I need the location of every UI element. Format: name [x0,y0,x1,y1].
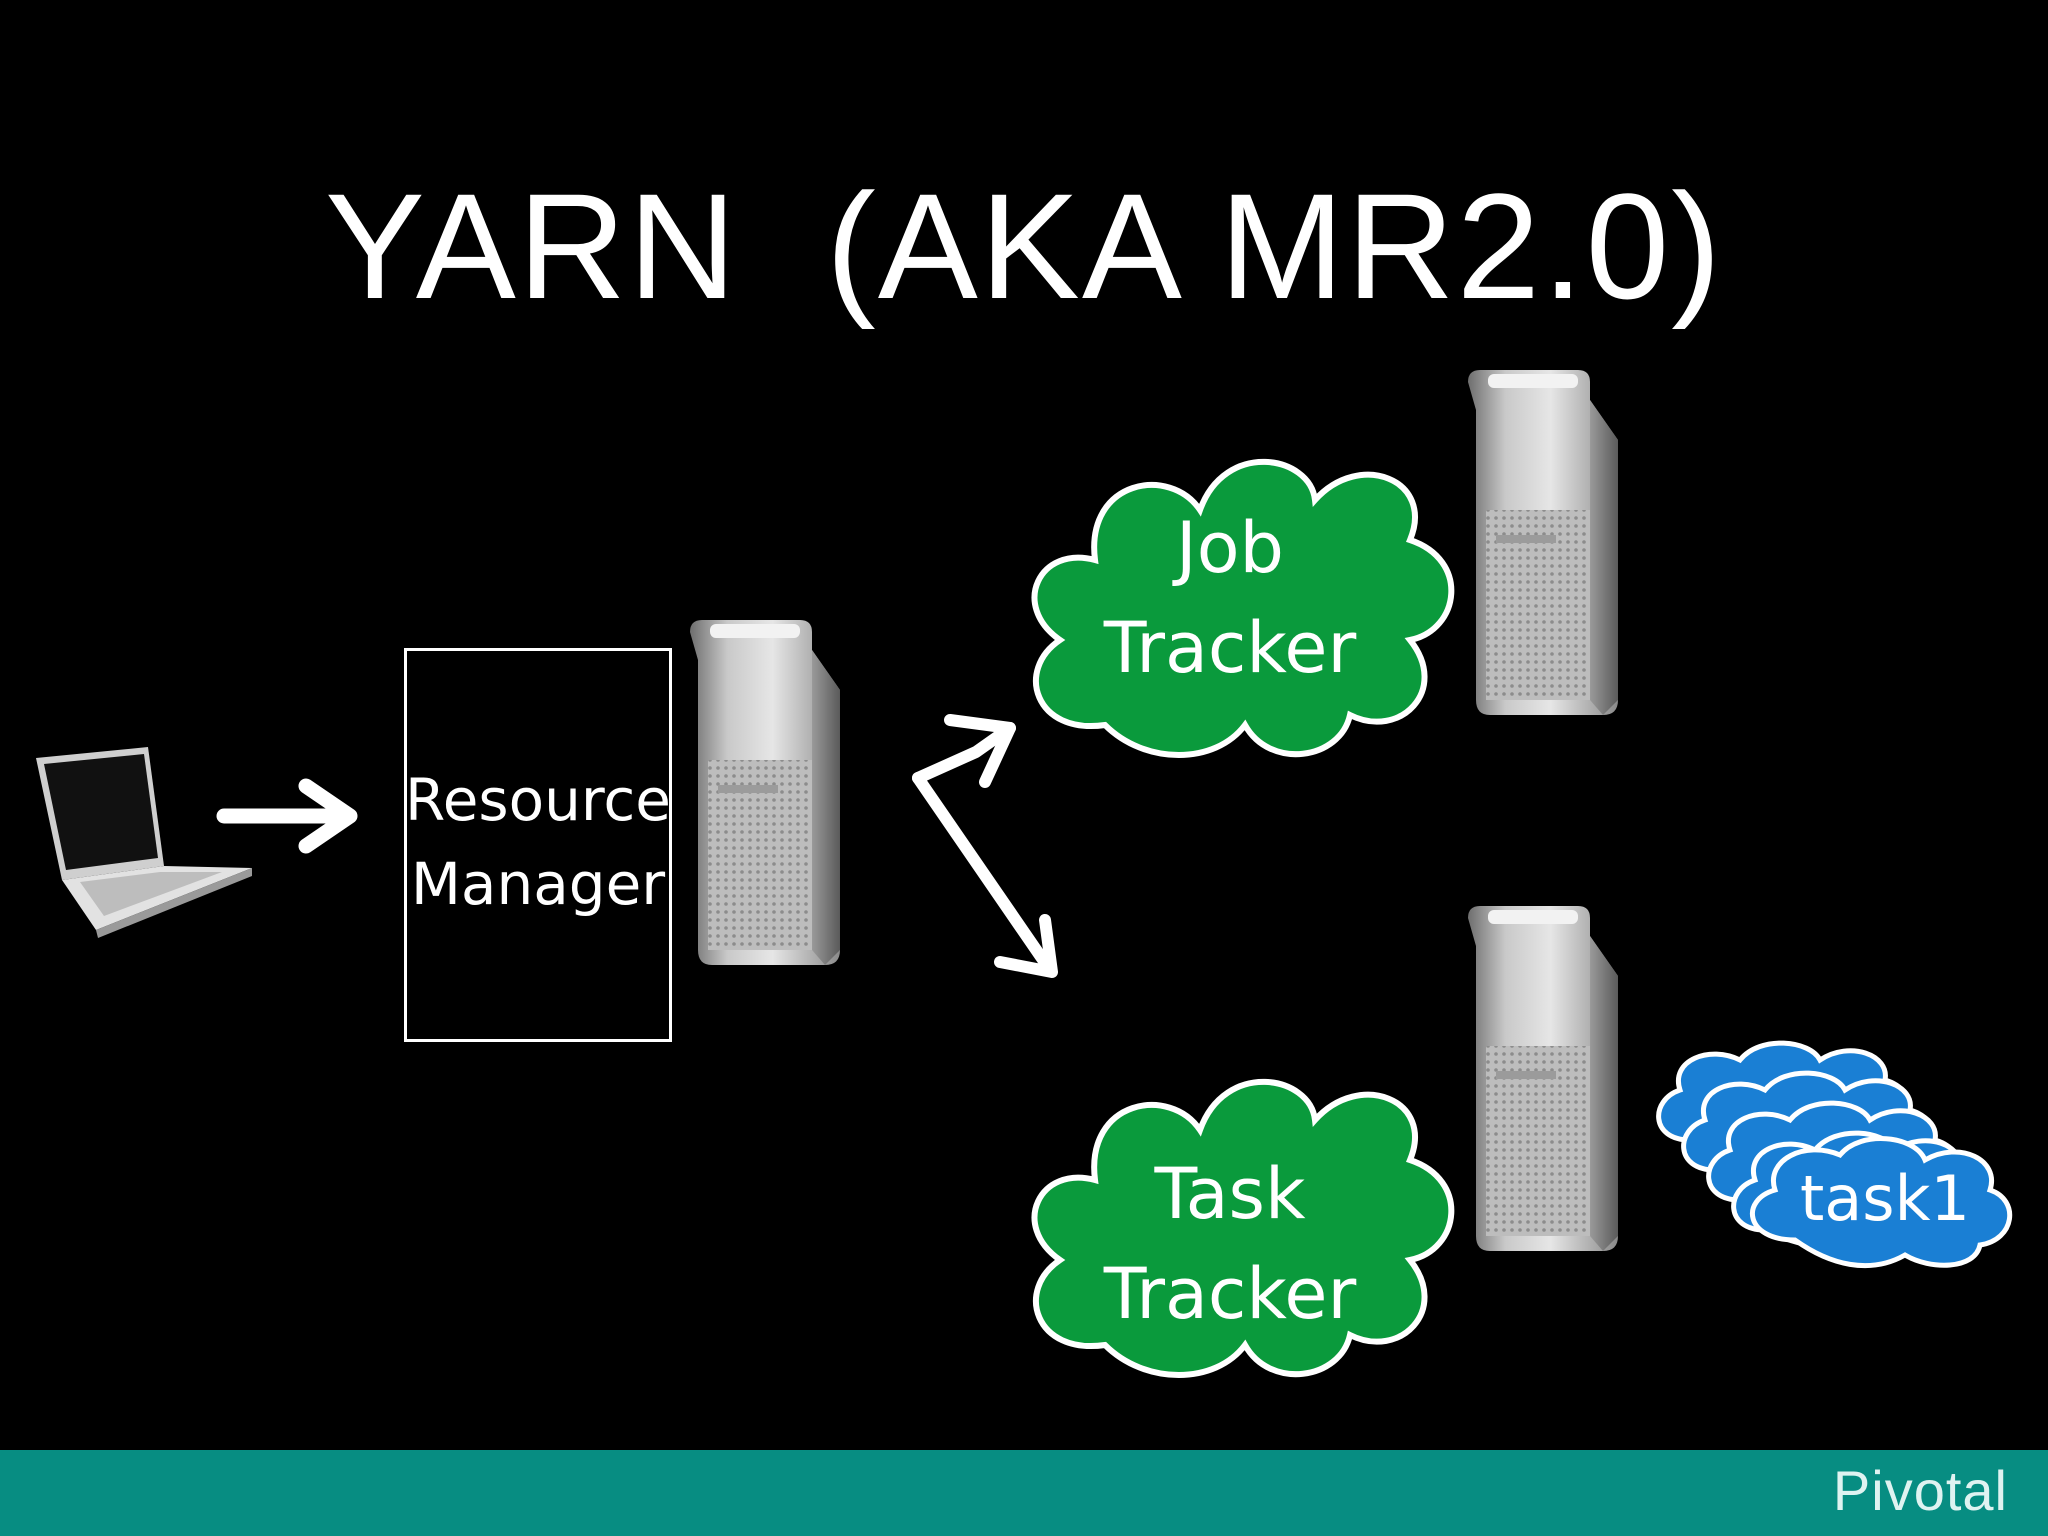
server-tower-icon [690,620,840,965]
job-tracker-line-2: Tracker [1103,607,1357,689]
arrow-down-right-icon [912,772,1058,978]
task-clouds-icon [1656,1040,2013,1269]
arrow-right-icon [216,778,358,854]
task-tracker-line-1: Task [1154,1153,1306,1235]
job-tracker-cloud-icon [1031,458,1455,758]
pivotal-logo: Pivotal [1832,1459,2008,1522]
job-tracker-label: Job Tracker [1080,498,1380,698]
server-tower-icon [1468,906,1618,1251]
resource-manager-line-1: Resource [405,766,671,834]
diagram-canvas [36,370,2013,1378]
job-tracker-line-1: Job [1176,507,1284,589]
task-tracker-cloud-icon [1031,1078,1455,1378]
server-tower-icon [1468,370,1618,715]
resource-manager-label: Resource Manager [404,758,672,926]
laptop-icon [36,747,252,938]
arrow-up-right-icon [912,714,1016,788]
slide-title: YARN (AKA MR2.0) [324,162,1724,330]
footer-bar: Pivotal [0,1450,2048,1536]
task-tracker-label: Task Tracker [1080,1144,1380,1344]
task-label: task1 [1800,1162,1970,1235]
slide: YARN (AKA MR2.0) [36,162,2013,1378]
resource-manager-line-2: Manager [410,850,666,918]
resource-manager-box [404,648,672,1042]
task-tracker-line-2: Tracker [1103,1253,1357,1335]
